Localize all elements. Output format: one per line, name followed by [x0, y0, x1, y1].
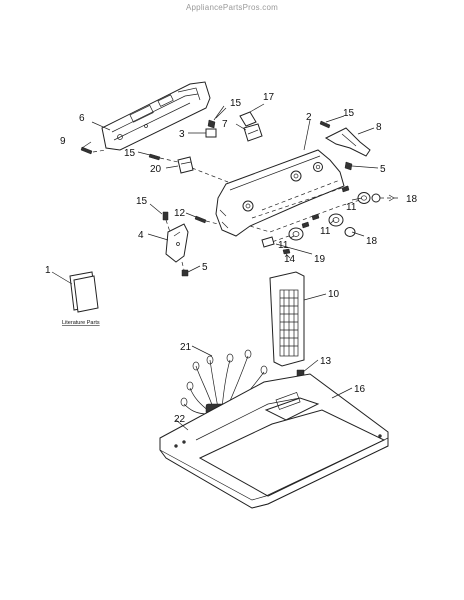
callout-6: 6 [79, 113, 85, 124]
callout-11-right: 11 [346, 202, 357, 213]
callout-12: 12 [174, 208, 186, 219]
callout-11-middle: 11 [320, 226, 331, 237]
part-5-screw-left[interactable] [181, 261, 189, 277]
part-15-screw-left[interactable] [148, 153, 179, 163]
callout-10: 10 [328, 289, 340, 300]
callout-9: 9 [60, 136, 66, 147]
callout-15-top: 15 [230, 98, 242, 109]
part-14-tie[interactable] [282, 248, 291, 255]
part-16-top-panel[interactable] [159, 373, 389, 509]
part-15-screw-right[interactable] [319, 120, 331, 129]
callout-16: 16 [354, 384, 366, 395]
callout-11-left: 11 [278, 240, 289, 251]
watermark: AppliancePartsPros.com [186, 3, 278, 12]
callout-3: 3 [179, 129, 185, 140]
callout-19: 19 [314, 254, 326, 265]
part-10-lint-screen[interactable] [269, 271, 305, 367]
part-6-console-back[interactable] [101, 81, 211, 151]
callout-15-left: 15 [124, 148, 136, 159]
part-2-console-panel[interactable] [215, 149, 345, 237]
literature-caption: Literature Parts [62, 320, 100, 326]
part-8-bracket[interactable] [324, 127, 371, 157]
callout-22: 22 [174, 414, 186, 425]
callout-18-lower: 18 [366, 236, 378, 247]
part-3-bracket[interactable] [205, 128, 217, 138]
knob-18-small[interactable] [344, 193, 381, 237]
part-12-screw[interactable] [194, 215, 219, 225]
callout-7: 7 [222, 119, 228, 130]
part-17-knob[interactable] [239, 103, 265, 127]
knob-11-right[interactable] [357, 192, 371, 204]
part-20-bracket[interactable] [177, 156, 194, 174]
part-5-screw-right[interactable] [344, 161, 353, 171]
callout-15-right: 15 [343, 108, 355, 119]
callout-20: 20 [150, 164, 162, 175]
part-15-screw-bracket[interactable] [162, 211, 171, 233]
part-7-switch[interactable] [243, 123, 263, 142]
part-15-screw-top[interactable] [207, 107, 227, 129]
callout-18-right: 18 [406, 194, 418, 205]
callout-1: 1 [45, 265, 51, 276]
callout-13: 13 [320, 356, 332, 367]
part-4-side-bracket[interactable] [165, 223, 189, 263]
part-9-screw[interactable] [80, 146, 107, 155]
callout-8: 8 [376, 122, 382, 133]
callout-15-bracket: 15 [136, 196, 148, 207]
callout-5-left: 5 [202, 262, 208, 273]
callout-4: 4 [138, 230, 144, 241]
knob-11-middle[interactable] [328, 213, 344, 227]
callout-14: 14 [284, 254, 296, 265]
callout-21: 21 [180, 342, 192, 353]
part-19-connector[interactable] [261, 236, 275, 248]
callout-2: 2 [306, 112, 312, 123]
callout-17: 17 [263, 92, 275, 103]
part-1-literature[interactable] [69, 271, 99, 313]
callout-5-right: 5 [380, 164, 386, 175]
